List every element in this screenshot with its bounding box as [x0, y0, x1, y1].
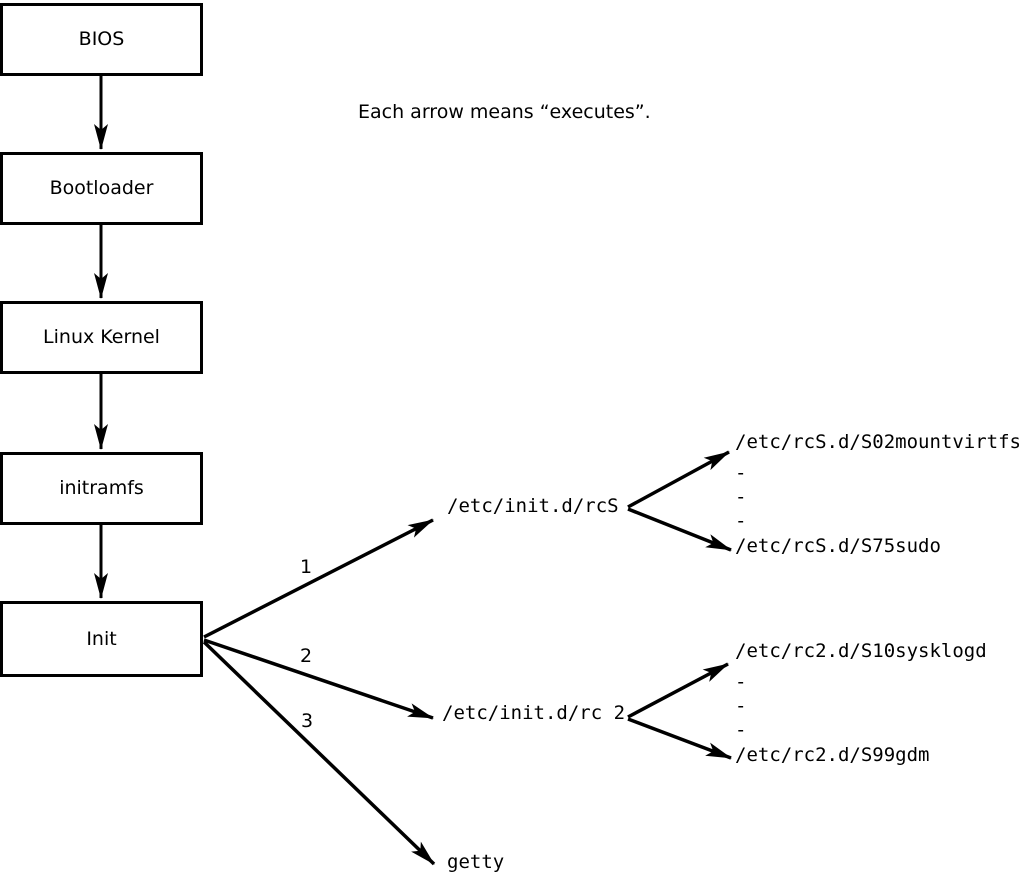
arrow-init-to-rc2: [203, 638, 434, 720]
flow-box-label: Bootloader: [49, 177, 154, 199]
branch-order-3: 3: [301, 710, 314, 732]
flow-box-label: Linux Kernel: [43, 326, 160, 348]
flow-box-bootloader: Bootloader: [0, 152, 203, 225]
arrow-rc2-to-s10sysklogd: [627, 662, 729, 719]
flow-box-label: BIOS: [78, 28, 125, 50]
flow-box-label: initramfs: [59, 477, 144, 499]
rc2-child-ellipsis-dash: -: [735, 695, 747, 717]
flow-box-bios: BIOS: [0, 3, 203, 76]
rc2-child-s10sysklogd: /etc/rc2.d/S10sysklogd: [735, 640, 987, 662]
flow-box-linux-kernel: Linux Kernel: [0, 301, 203, 374]
arrow-rc2-to-s99gdm: [627, 717, 732, 760]
rc2-child-ellipsis-dash: -: [735, 719, 747, 741]
target-rc2-label: /etc/init.d/rc 2: [442, 702, 626, 724]
branch-order-2: 2: [300, 645, 313, 667]
legend-note: Each arrow means “executes”.: [358, 101, 651, 123]
target-getty-label: getty: [447, 851, 505, 873]
rcs-child-ellipsis-dash: -: [735, 462, 747, 484]
target-rcs-label: /etc/init.d/rcS: [447, 495, 619, 517]
rc2-child-s99gdm: /etc/rc2.d/S99gdm: [735, 744, 930, 766]
rc2-child-ellipsis-dash: -: [735, 671, 747, 693]
rcs-child-ellipsis-dash: -: [735, 510, 747, 532]
flow-box-initramfs: initramfs: [0, 452, 203, 525]
rcs-child-ellipsis-dash: -: [735, 486, 747, 508]
flow-box-label: Init: [86, 627, 117, 650]
rcs-child-s75sudo: /etc/rcS.d/S75sudo: [735, 535, 941, 557]
rcs-child-s02mountvirtfs: /etc/rcS.d/S02mountvirtfs: [735, 431, 1021, 453]
arrow-init-to-getty: [202, 640, 436, 866]
arrow-rcs-to-s02mountvirtfs: [627, 450, 730, 509]
flow-box-init: Init: [0, 601, 203, 677]
branch-order-1: 1: [300, 556, 313, 578]
arrow-rcs-to-s75sudo: [627, 507, 732, 552]
arrow-init-to-rcs: [203, 518, 434, 639]
